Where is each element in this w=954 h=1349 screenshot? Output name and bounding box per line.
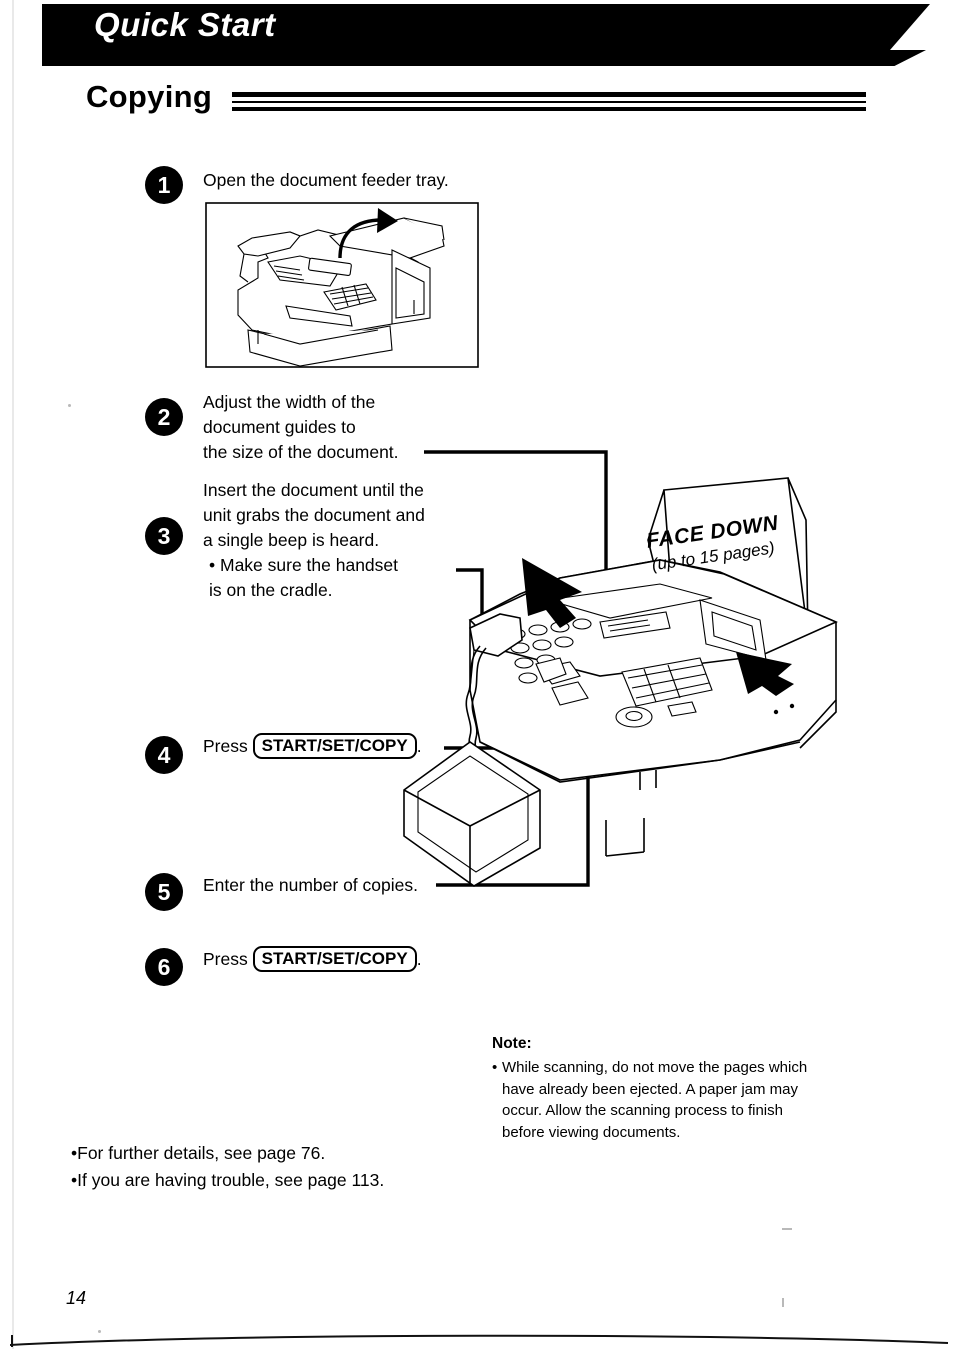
footer-bullet-2: •If you are having trouble, see page 113… — [71, 1170, 385, 1190]
step-4-press-label: Press — [203, 736, 248, 756]
scan-edge-artifact — [12, 0, 14, 1349]
step-6-press-label: Press — [203, 949, 248, 969]
scan-speck — [68, 404, 71, 407]
step-2-text: Adjust the width of the document guides … — [203, 392, 399, 462]
step-1-number: 1 — [145, 166, 183, 204]
step-6-line: Press START/SET/COPY. — [203, 946, 523, 972]
step-2-number: 2 — [145, 398, 183, 436]
scan-speck — [98, 1330, 101, 1333]
page-title: Copying — [86, 79, 213, 114]
header-bar-upper — [42, 4, 930, 50]
step-3-bullet: • Make sure the handset is on the cradle… — [209, 555, 399, 600]
start-set-copy-key[interactable]: START/SET/COPY — [252, 733, 417, 759]
page-bottom-edge — [10, 1334, 949, 1347]
scan-speck — [782, 1228, 792, 1230]
note-text: While scanning, do not move the pages wh… — [502, 1059, 808, 1141]
step-1-text: Open the document feeder tray. — [203, 170, 449, 190]
page-number: 14 — [66, 1288, 87, 1308]
scan-speck — [782, 1298, 784, 1307]
note-title: Note: — [492, 1035, 532, 1052]
step-3-text: Insert the document until the unit grabs… — [203, 480, 425, 550]
footer-bullets: •For further details, see page 76. •If y… — [71, 1140, 384, 1194]
step-4-number: 4 — [145, 736, 183, 774]
step-6-period: . — [416, 949, 422, 969]
step-5-text: Enter the number of copies. — [203, 875, 418, 895]
step-5-number: 5 — [145, 873, 183, 911]
step-3-number: 3 — [145, 517, 183, 555]
header-title: Quick Start — [94, 6, 276, 43]
quick-start-header: Quick Start — [42, 4, 930, 66]
note-bullet: • — [492, 1059, 498, 1076]
step-6-number: 6 — [145, 948, 183, 986]
start-set-copy-key-2[interactable]: START/SET/COPY — [252, 946, 417, 972]
title-rule — [232, 92, 866, 114]
footer-bullet-1: •For further details, see page 76. — [71, 1143, 326, 1163]
note-body: • While scanning, do not move the pages … — [492, 1057, 862, 1143]
step-4-period: . — [416, 736, 422, 756]
step-4-line: Press START/SET/COPY. — [203, 733, 523, 759]
header-bar-lower — [42, 48, 930, 66]
